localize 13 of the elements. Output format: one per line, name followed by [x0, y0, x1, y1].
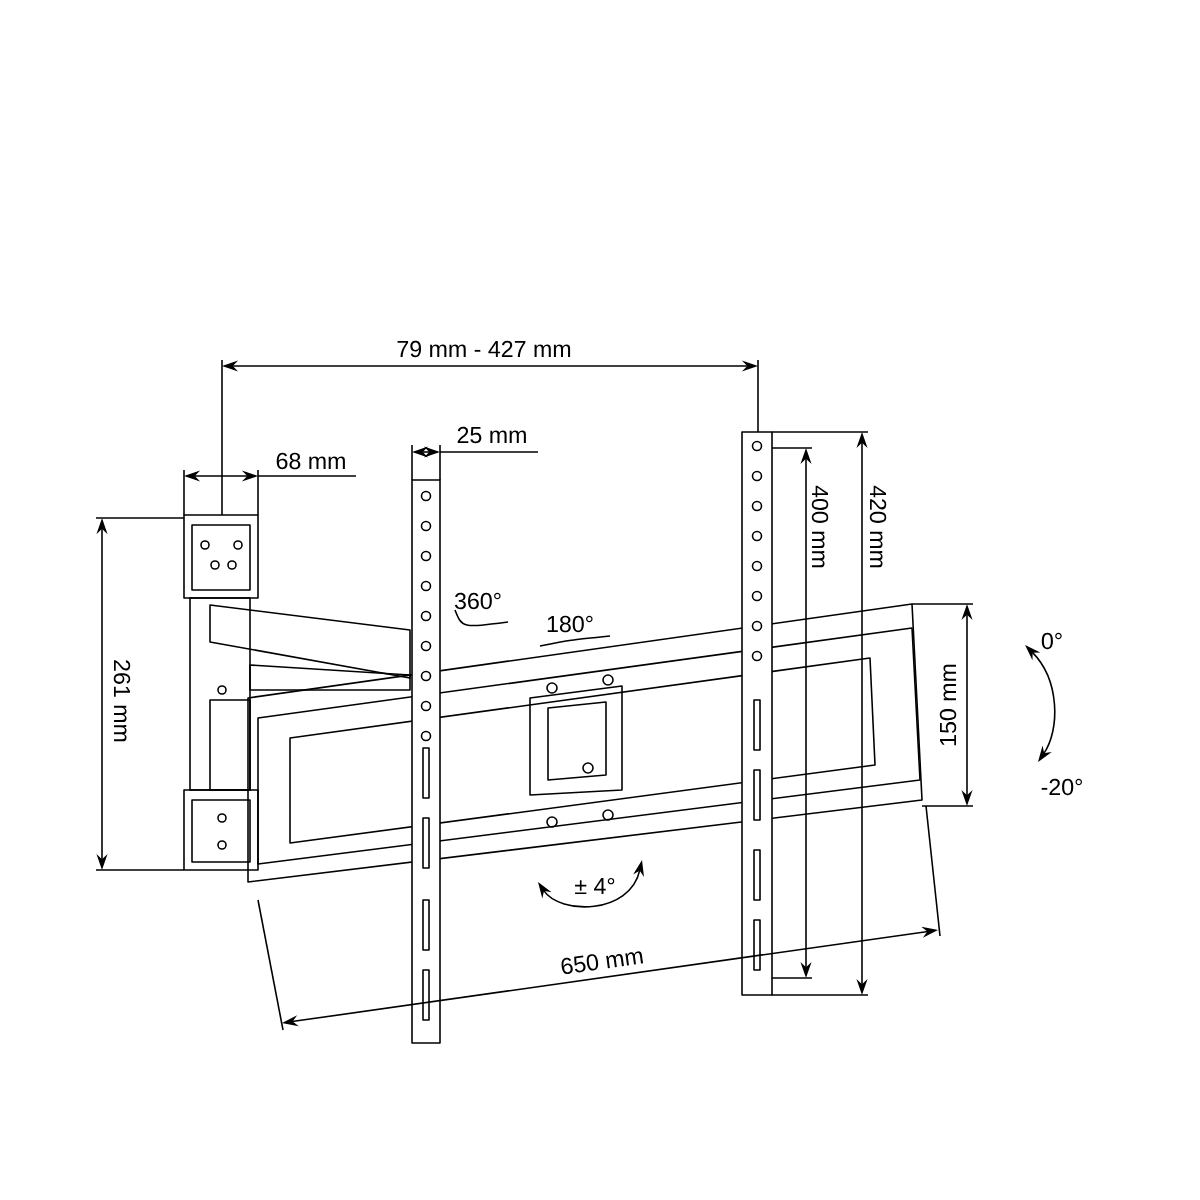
dimension-label: 150 mm — [939, 664, 957, 746]
angle-label: 180° — [547, 615, 593, 633]
angle-label: ± 4° — [575, 877, 615, 895]
dimension-label: 420 mm — [869, 485, 887, 568]
angle-label: -20° — [1041, 778, 1082, 796]
dimension-label: 79 mm - 427 mm — [397, 340, 571, 358]
dimension-label: 68 mm — [276, 452, 345, 470]
dimension-label: 25 mm — [457, 426, 526, 444]
angle-label: 360° — [454, 592, 501, 610]
angle-label: 0° — [1041, 632, 1062, 650]
dimension-label: 400 mm — [811, 485, 829, 568]
dimension-label: 650 mm — [561, 951, 644, 975]
dimension-label: 261 mm — [113, 660, 131, 742]
